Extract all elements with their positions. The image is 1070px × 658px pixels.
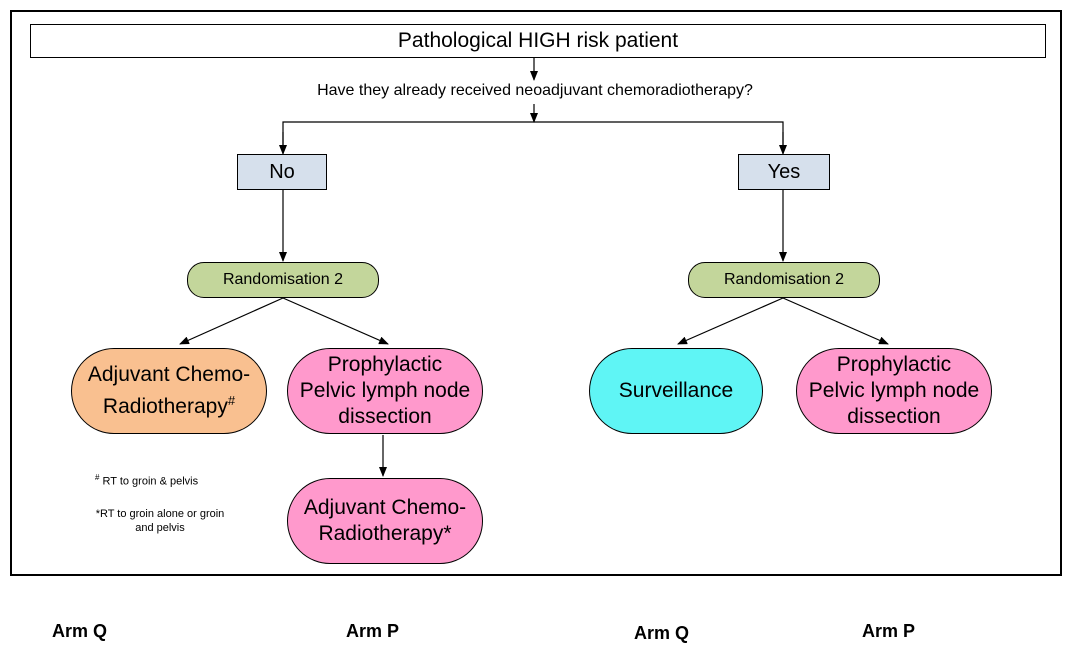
adjuvant-left-line2: Radiotherapy (102, 395, 228, 418)
arm-label-4: Arm P (862, 621, 916, 641)
footnote-star-line2: and pelvis (135, 522, 185, 534)
high-risk-patient-box: Pathological HIGH risk patient (30, 24, 1046, 58)
arrow-left-rand-to-dissection (282, 297, 389, 345)
arm-label-1: Arm Q (52, 621, 108, 641)
yes-label: Yes (767, 160, 801, 183)
adjuvant-left-superscript: # (227, 393, 236, 408)
randomisation-left: Randomisation 2 (187, 262, 379, 298)
yes-decision-box: Yes (738, 154, 830, 190)
arrow-right-rand-to-surveillance (677, 297, 784, 345)
dissection-left-line3: dissection (338, 405, 432, 428)
adjuvant-chemoradiotherapy-left: Adjuvant Chemo- Radiotherapy# (71, 348, 267, 434)
pelvic-dissection-right: Prophylactic Pelvic lymph node dissectio… (796, 348, 992, 434)
randomisation-right: Randomisation 2 (688, 262, 880, 298)
surveillance-box: Surveillance (589, 348, 763, 434)
footnote-hash-symbol: # (95, 473, 100, 482)
footnote-star-line1: *RT to groin alone or groin (95, 508, 225, 520)
footnote-hash-text: RT to groin & pelvis (99, 475, 199, 488)
adjuvant-chemoradiotherapy-after-dissection: Adjuvant Chemo- Radiotherapy* (287, 478, 483, 564)
adjuvant-followup-line2: Radiotherapy* (318, 522, 452, 545)
arrow-left-rand-to-adjuvant (179, 297, 284, 345)
arrow-right-rand-to-dissection (782, 297, 889, 345)
randomisation-left-label: Randomisation 2 (222, 271, 344, 288)
adjuvant-followup-line1: Adjuvant Chemo- (303, 496, 467, 519)
dissection-right-line1: Prophylactic (836, 353, 952, 376)
surveillance-label: Surveillance (618, 379, 734, 402)
dissection-right-line3: dissection (847, 405, 941, 428)
high-risk-patient-label: Pathological HIGH risk patient (397, 29, 679, 52)
no-decision-box: No (237, 154, 327, 190)
arm-label-2: Arm P (346, 621, 400, 641)
footnote-hash: # RT to groin & pelvis (95, 471, 198, 489)
footnote-star: *RT to groin alone or groin and pelvis (70, 507, 250, 535)
diagram-frame (10, 10, 1062, 576)
adjuvant-left-line2-wrap: Radiotherapy# (103, 388, 235, 420)
dissection-right-line2: Pelvic lymph node (808, 379, 980, 402)
dissection-left-line1: Prophylactic (327, 353, 443, 376)
dissection-left-line2: Pelvic lymph node (299, 379, 471, 402)
no-label: No (269, 160, 295, 183)
neoadjuvant-question: Have they already received neoadjuvant c… (317, 82, 753, 99)
randomisation-right-label: Randomisation 2 (723, 271, 845, 288)
split-horizontal-line (282, 121, 784, 148)
adjuvant-left-line1: Adjuvant Chemo- (87, 363, 251, 386)
pelvic-dissection-left: Prophylactic Pelvic lymph node dissectio… (287, 348, 483, 434)
arm-label-3: Arm Q (634, 623, 690, 643)
